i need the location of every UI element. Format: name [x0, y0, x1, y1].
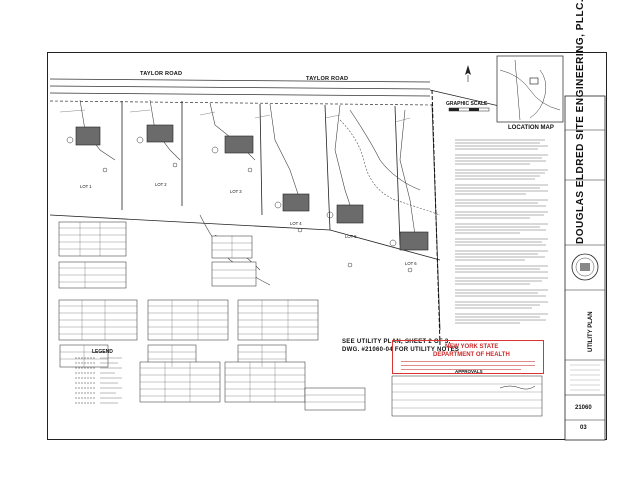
lot-6-label: LOT 6	[405, 261, 417, 266]
stamp-heading-1: NEW YORK STATE	[445, 344, 499, 350]
stamp-heading-2: DEPARTMENT OF HEALTH	[433, 352, 510, 358]
house-lot-1	[75, 126, 101, 146]
lot-3-label: LOT 3	[230, 189, 242, 194]
sheet-number: 03	[580, 425, 587, 431]
general-notes	[455, 139, 548, 324]
taylor-road	[49, 78, 433, 106]
road-label-left: TAYLOR ROAD	[140, 71, 183, 77]
signature-mark	[499, 385, 536, 390]
lot-2-label: LOT 2	[155, 182, 167, 187]
house-lot-2	[146, 124, 174, 143]
house-lot-6	[399, 231, 429, 251]
project-number: 21060	[575, 405, 592, 411]
lot-5-label: LOT 5	[345, 234, 357, 239]
leader-lines	[59, 109, 411, 123]
house-lot-3	[224, 135, 254, 154]
location-map	[496, 55, 564, 123]
lot-1-label: LOT 1	[80, 184, 92, 189]
legend-title: LEGEND	[92, 349, 113, 355]
approvals-title: APPROVALS	[455, 369, 483, 374]
property-line-east	[431, 89, 441, 346]
location-map-label: LOCATION MAP	[508, 125, 554, 131]
sheet-title: UTILITY PLAN	[588, 311, 594, 352]
graphic-scale-label: GRAPHIC SCALE	[446, 101, 488, 107]
table-gridlines	[59, 222, 365, 403]
table-lot-1	[58, 221, 127, 257]
see-utility-note-line-2: DWG. #21060-04 FOR UTILITY NOTES	[342, 347, 460, 353]
house-footprints	[75, 124, 429, 251]
septic-symbols	[66, 136, 413, 273]
firm-name: DOUGLAS ELDRED SITE ENGINEERING, PLLC.	[575, 0, 586, 244]
road-label-center: TAYLOR ROAD	[306, 76, 349, 82]
approvals-box	[391, 375, 543, 417]
house-lot-5	[336, 204, 364, 224]
house-lot-4	[282, 193, 310, 212]
lot-4-label: LOT 4	[290, 221, 302, 226]
title-block	[564, 95, 606, 441]
nysdoh-stamp: NEW YORK STATE DEPARTMENT OF HEALTH	[392, 340, 544, 374]
stream-line	[339, 119, 441, 216]
legend	[75, 357, 122, 404]
graphic-scale-bar	[448, 107, 490, 112]
see-utility-note-line-1: SEE UTILITY PLAN, SHEET 2 OF 3,	[342, 339, 451, 345]
north-arrow	[465, 65, 471, 82]
